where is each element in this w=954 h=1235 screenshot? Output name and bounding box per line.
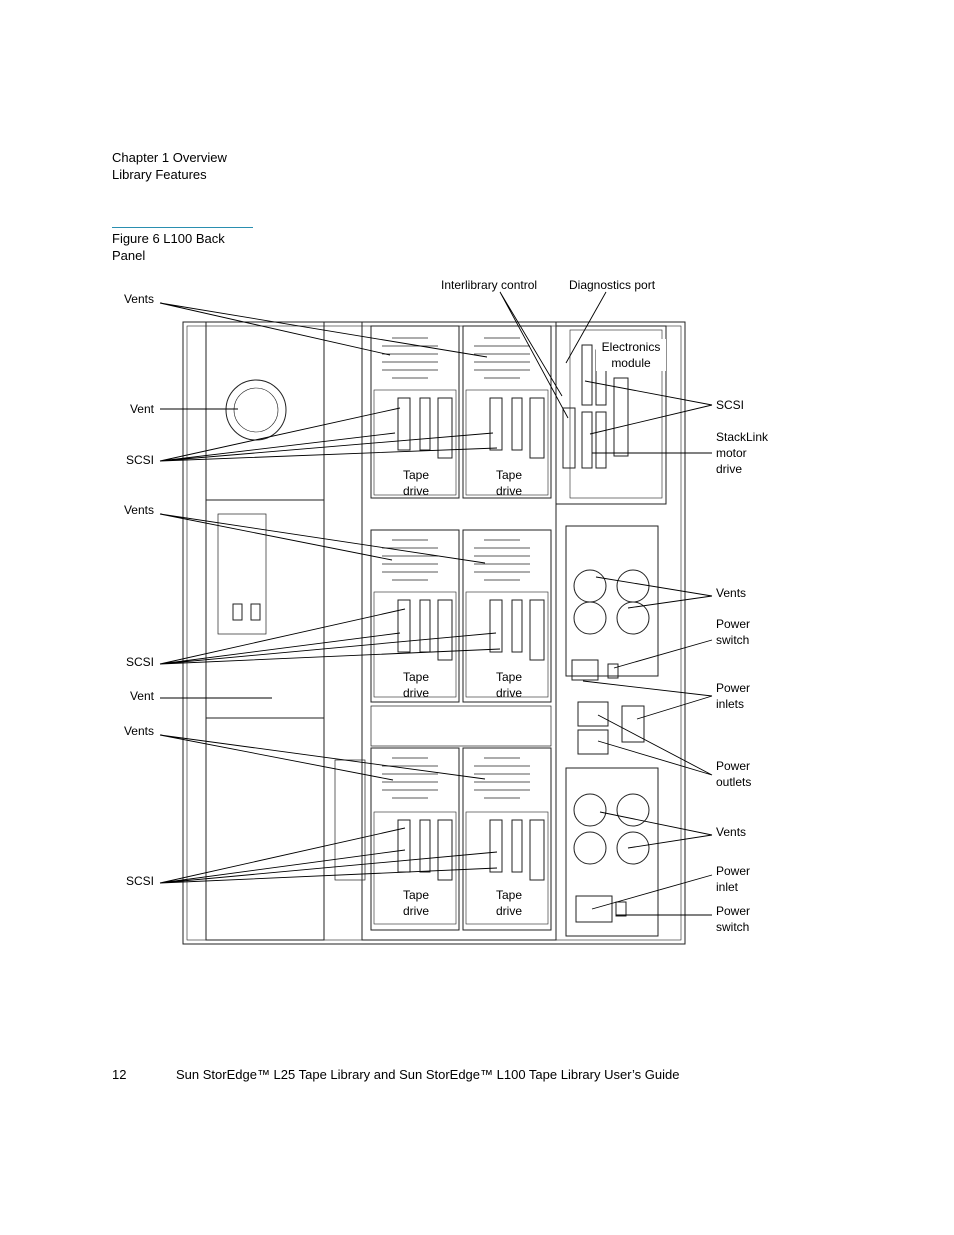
chapter-heading: Chapter 1 Overview: [112, 150, 227, 165]
label-tape-drive-4: Tape drive: [495, 670, 523, 700]
drive-bay: [361, 321, 557, 941]
drive-top-left: [370, 325, 460, 499]
label-tape-drive-1: Tape drive: [402, 468, 430, 498]
left-fan-vent: [225, 379, 287, 441]
label-tape-drive-2: Tape drive: [495, 468, 523, 498]
label-scsi-1: SCSI: [125, 453, 154, 467]
label-power-inlets: Power inlets: [716, 681, 751, 711]
drive-bottom-right: [462, 747, 552, 931]
label-interlibrary-control: Interlibrary control: [441, 278, 538, 292]
drive-mid-right: [462, 529, 552, 703]
label-scsi-right: SCSI: [716, 398, 745, 412]
label-vents-2: Vents: [123, 503, 154, 517]
left-lower-panel: [205, 717, 325, 941]
label-vents-right-2: Vents: [716, 825, 747, 839]
left-middle-panel: [205, 499, 325, 719]
power-supply-lower: [565, 767, 659, 937]
page-number: 12: [112, 1067, 127, 1082]
section-heading: Library Features: [112, 167, 207, 182]
drive-bottom-left: [370, 747, 460, 931]
figure-rule: [112, 227, 253, 228]
label-power-switch-2: Power switch: [716, 904, 751, 934]
power-supply-upper: [565, 525, 659, 677]
label-scsi-2: SCSI: [125, 655, 154, 669]
label-electronics-module: Electronics module: [596, 339, 666, 371]
label-vents-right-1: Vents: [716, 586, 747, 600]
left-upper-panel: [205, 321, 325, 501]
label-power-outlets: Power outlets: [716, 759, 752, 789]
label-vent-1: Vent: [129, 402, 154, 416]
drive-vent-slots: [382, 337, 530, 799]
drive-mid-left: [370, 529, 460, 703]
figure-caption: Figure 6 L100 Back Panel: [112, 231, 225, 263]
label-vents-1: Vents: [123, 292, 154, 306]
label-tape-drive-5: Tape drive: [402, 888, 430, 918]
label-power-inlet: Power inlet: [716, 864, 751, 894]
footer-title: Sun StorEdge™ L25 Tape Library and Sun S…: [176, 1067, 680, 1082]
electronics-module: [555, 325, 667, 505]
chassis-outline: [182, 321, 686, 945]
diagnostics-connector: [562, 407, 576, 469]
drive-top-right: [462, 325, 552, 499]
label-vents-3: Vents: [123, 724, 154, 738]
label-power-switch-1: Power switch: [716, 617, 751, 647]
label-tape-drive-3: Tape drive: [402, 670, 430, 700]
label-diagnostics-port: Diagnostics port: [569, 278, 656, 292]
label-vent-2: Vent: [129, 689, 154, 703]
label-stacklink-motor-drive: StackLink motor drive: [716, 430, 769, 476]
label-tape-drive-6: Tape drive: [495, 888, 523, 918]
leader-lines: [159, 291, 713, 916]
label-scsi-3: SCSI: [125, 874, 154, 888]
